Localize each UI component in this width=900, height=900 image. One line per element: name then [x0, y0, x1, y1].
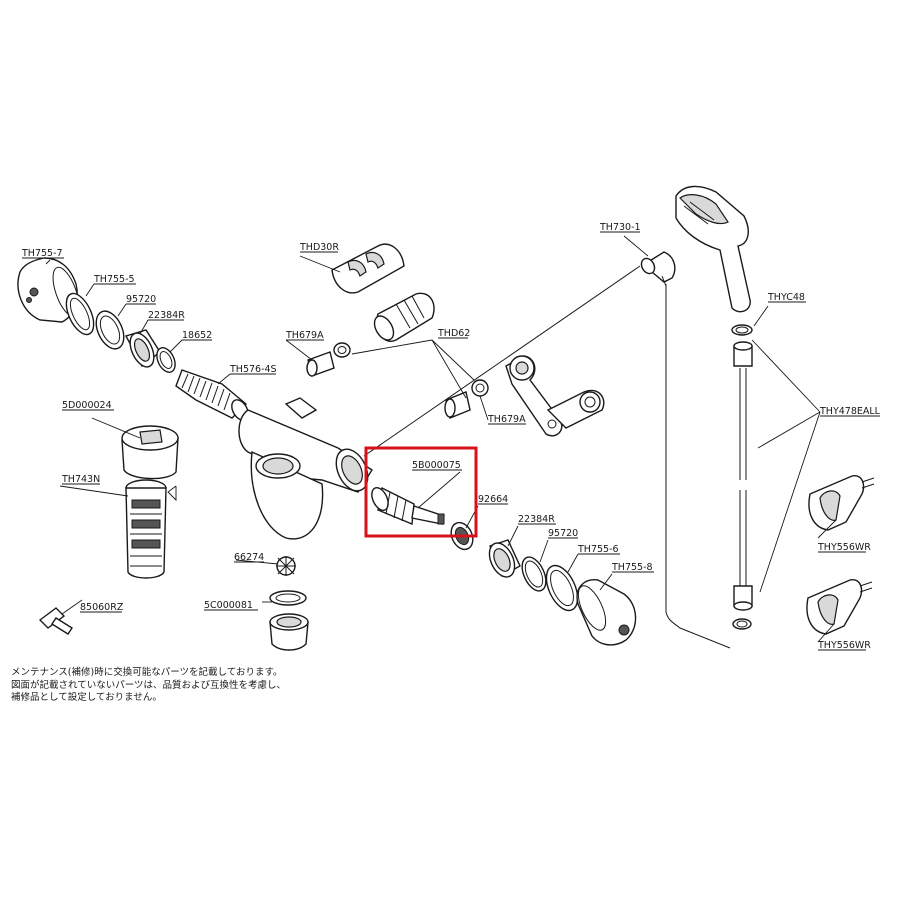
- part-5b000075-cartridge[interactable]: [369, 485, 445, 526]
- part-18652-oring[interactable]: [153, 345, 178, 375]
- part-spout-arm: [505, 355, 605, 437]
- highlight-box-5b000075: [364, 446, 478, 538]
- part-th679a-upper[interactable]: [306, 342, 351, 377]
- label-92664[interactable]: 92664: [478, 494, 508, 505]
- label-22384r-left[interactable]: 22384R: [148, 310, 185, 321]
- label-5c000081[interactable]: 5C000081: [204, 600, 253, 611]
- part-thyc48-washer[interactable]: [731, 324, 753, 336]
- maintenance-note: メンテナンス(補修)時に交換可能なパーツを記載しております。 図面が記載されてい…: [11, 667, 431, 705]
- leader-lines: [45, 235, 837, 643]
- part-66274-strainer[interactable]: [276, 556, 296, 576]
- label-18652[interactable]: 18652: [182, 330, 212, 341]
- part-thy478eall-hose[interactable]: [733, 341, 753, 611]
- label-th679a-lower[interactable]: TH679A: [487, 414, 526, 425]
- label-th743n[interactable]: TH743N: [61, 474, 100, 485]
- label-th730-1[interactable]: TH730-1: [599, 222, 641, 233]
- note-line-3: 補修品として設定しておりません。: [11, 692, 162, 704]
- part-th730-1-elbow[interactable]: [639, 251, 676, 287]
- part-22384r-right-nut[interactable]: [484, 539, 521, 581]
- part-th743n-cartridge[interactable]: [125, 479, 167, 579]
- label-thy556wr-1[interactable]: THY556WR: [817, 542, 871, 553]
- label-th679a-upper[interactable]: TH679A: [285, 330, 324, 341]
- part-labels: TH755-7 TH755-5 95720 22384R 18652 TH576…: [21, 222, 881, 651]
- label-5b000075[interactable]: 5B000075: [412, 460, 461, 471]
- part-5d000024-cap[interactable]: [121, 425, 179, 480]
- part-22384r-left-nut[interactable]: [124, 329, 161, 370]
- hose-line: [665, 284, 731, 649]
- part-bottom-washer: [732, 618, 752, 630]
- part-th755-5-ring[interactable]: [61, 289, 100, 338]
- hose-line-to-body: [363, 265, 641, 457]
- label-thyc48[interactable]: THYC48: [767, 292, 805, 303]
- part-th679a-lower[interactable]: [444, 379, 489, 419]
- label-th755-6[interactable]: TH755-6: [577, 544, 619, 555]
- label-thd62[interactable]: THD62: [437, 328, 470, 339]
- label-66274[interactable]: 66274: [234, 552, 264, 563]
- label-thy556wr-2[interactable]: THY556WR: [817, 640, 871, 651]
- part-95720-left-ring[interactable]: [91, 307, 130, 353]
- part-5c000081-outlet[interactable]: [269, 590, 309, 651]
- note-line-1: メンテナンス(補修)時に交換可能なパーツを記載しております。: [11, 667, 283, 678]
- label-thy478eall[interactable]: THY478EALL: [819, 406, 881, 417]
- label-th755-8[interactable]: TH755-8: [611, 562, 653, 573]
- part-95720-right-ring[interactable]: [517, 553, 550, 594]
- part-thy556wr-holder-2[interactable]: [806, 579, 873, 635]
- part-shower-head: [675, 185, 751, 313]
- part-th755-8-handle[interactable]: [573, 579, 637, 646]
- note-line-2: 図面が記載されていないパーツは、品質および互換性を考慮し、: [11, 679, 287, 691]
- label-95720-left[interactable]: 95720: [126, 294, 156, 305]
- label-th755-5[interactable]: TH755-5: [93, 274, 135, 285]
- part-thd62-elbow[interactable]: [371, 292, 435, 343]
- part-thd30r-cover[interactable]: [331, 243, 405, 294]
- label-22384r-right[interactable]: 22384R: [518, 514, 555, 525]
- label-th755-7[interactable]: TH755-7: [21, 248, 63, 259]
- label-thd30r[interactable]: THD30R: [299, 242, 339, 253]
- part-th755-6-ring[interactable]: [540, 561, 584, 615]
- part-th755-7-handle[interactable]: [17, 257, 84, 323]
- label-85060rz[interactable]: 85060RZ: [80, 602, 124, 613]
- part-main-body: [238, 397, 373, 540]
- part-85060rz-key[interactable]: [38, 607, 73, 635]
- label-5d000024[interactable]: 5D000024: [62, 400, 112, 411]
- label-th576-4s[interactable]: TH576-4S: [229, 364, 277, 375]
- part-thy556wr-holder-1[interactable]: [808, 475, 875, 531]
- label-95720-right[interactable]: 95720: [548, 528, 578, 539]
- part-th576-4s-cartridge[interactable]: [175, 369, 252, 423]
